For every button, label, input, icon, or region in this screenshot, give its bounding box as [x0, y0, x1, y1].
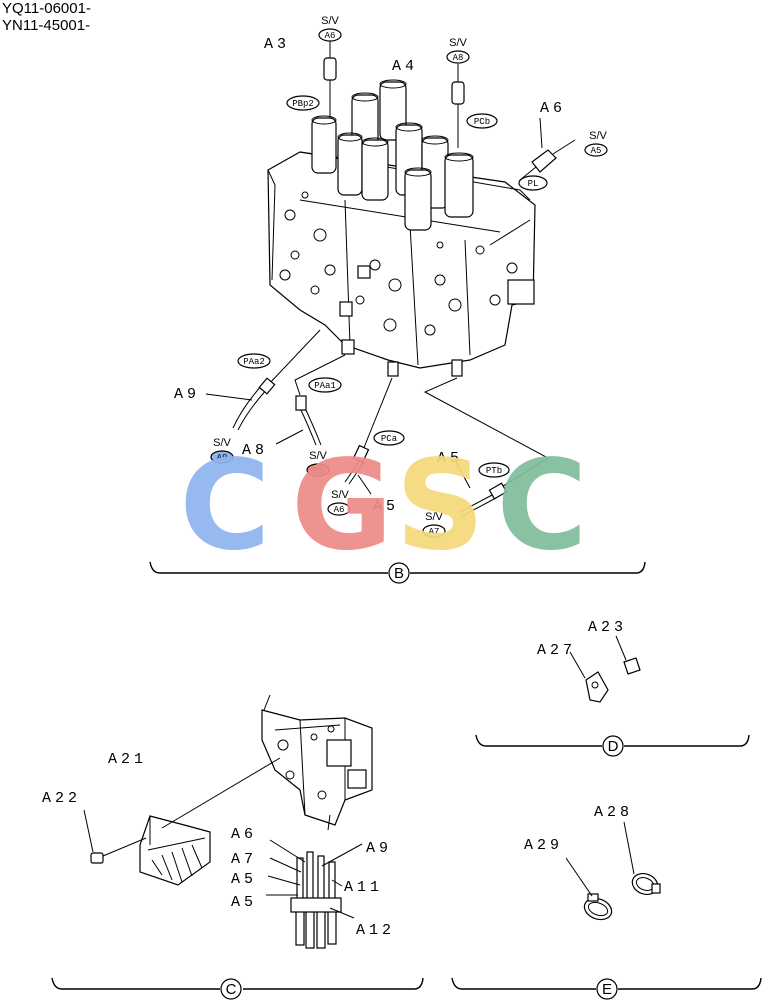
serial-range-1: YQ11-06001- — [2, 0, 91, 17]
label-a9: A9 — [174, 386, 200, 403]
label-c-a12: A12 — [356, 922, 395, 939]
bracket-e: E — [451, 977, 762, 1000]
port-tag-pcb — [466, 113, 498, 129]
port-pcb-text: PCb — [474, 117, 490, 127]
label-c-a9: A9 — [366, 840, 392, 857]
label-c-a6: A6 — [231, 826, 257, 843]
bracket-b: B — [149, 561, 646, 584]
port-paa2-text: PAa2 — [243, 357, 265, 367]
port-tag-paa2 — [237, 353, 271, 369]
part-labels-b: A3 A4 A6 A9 A8 A5 A5 — [174, 36, 566, 515]
sv-label-a8: S/V — [309, 450, 327, 462]
port-ptb-text: PTb — [486, 466, 502, 476]
port-tag-paa1 — [308, 377, 342, 393]
pressure-sensor-a6 — [519, 139, 576, 181]
sv-tag-a4-text: A8 — [453, 53, 464, 63]
label-a4: A4 — [392, 58, 418, 75]
clip-a27-and-bolt-a23 — [569, 635, 641, 703]
hose-a8 — [294, 354, 346, 446]
port-paa1-text: PAa1 — [314, 381, 336, 391]
serial-range-2: YN11-45001- — [2, 17, 91, 34]
clamp-a21 — [139, 757, 281, 886]
pressure-sensor-a3 — [323, 40, 337, 118]
port-tags: PBp2 PCb PL PAa2 PAa1 PCa PTb — [237, 95, 548, 478]
port-tag-pca — [373, 430, 405, 446]
bolt-a22 — [83, 809, 147, 864]
label-a6: A6 — [540, 100, 566, 117]
sv-label-a9: S/V — [213, 437, 231, 449]
label-a23: A23 — [588, 619, 627, 636]
sv-tag-a6-text: A5 — [591, 146, 602, 156]
part-labels-c: A21 A22 A6 A7 A5 A5 A9 A11 A12 — [42, 751, 395, 939]
bracket-d: D — [475, 734, 750, 757]
sv-label-a6: S/V — [589, 130, 607, 142]
hose-bundle-c — [266, 839, 363, 949]
sv-label-a5-right: S/V — [425, 511, 443, 523]
sv-label-a3: S/V — [321, 15, 339, 27]
watermark-letter-c2: C — [496, 434, 587, 578]
watermark-letter-g: G — [291, 434, 393, 578]
control-valve-drawing — [267, 79, 536, 377]
label-a21: A21 — [108, 751, 147, 768]
label-a22: A22 — [42, 790, 81, 807]
label-a27: A27 — [537, 642, 576, 659]
sv-tag-a8-text: P3 — [313, 466, 324, 476]
bracket-c: C — [51, 977, 424, 1000]
sv-tag-a3-text: A6 — [325, 31, 336, 41]
watermark-letter-s: S — [395, 434, 484, 578]
label-a8: A8 — [242, 442, 268, 459]
label-c-a11: A11 — [344, 879, 383, 896]
port-tag-pl — [518, 175, 548, 191]
bracket-d-label: D — [608, 738, 619, 755]
sv-label-a5-left: S/V — [331, 489, 349, 501]
cgsc-watermark: C G S C — [179, 434, 587, 578]
sv-tag-a5-left-text: A6 — [334, 505, 345, 515]
bracket-e-label: E — [602, 981, 612, 998]
label-a28: A28 — [594, 804, 633, 821]
sv-tag-a9-text: A9 — [217, 453, 228, 463]
port-pl-text: PL — [528, 179, 539, 189]
port-pbp2-text: PBp2 — [292, 99, 314, 109]
label-a3: A3 — [264, 36, 290, 53]
pressure-sensor-a4 — [451, 64, 465, 148]
label-a5-right: A5 — [437, 450, 463, 467]
hose-a9 — [232, 329, 321, 431]
hose-a5-right — [423, 377, 549, 517]
valve-detail-c-drawing — [261, 694, 373, 831]
leader-lines — [205, 117, 543, 495]
bracket-c-label: C — [226, 981, 237, 998]
part-labels-e: A28 A29 — [524, 804, 633, 854]
sv-tags: S/V A6 S/V A8 S/V A5 S/V A9 S/V P3 S/V A… — [210, 15, 608, 538]
bracket-b-label: B — [394, 565, 404, 582]
label-c-a5a: A5 — [231, 871, 257, 888]
part-labels-d: A23 A27 — [537, 619, 627, 659]
port-tag-ptb — [478, 462, 510, 478]
label-a5-left: A5 — [373, 498, 399, 515]
port-pca-text: PCa — [381, 434, 398, 444]
hose-clamps-e — [565, 821, 661, 921]
sv-tag-a5-right-text: A7 — [429, 527, 440, 537]
port-tag-pbp2 — [286, 95, 320, 111]
watermark-letter-c1: C — [179, 434, 270, 578]
label-c-a7: A7 — [231, 851, 257, 868]
label-a29: A29 — [524, 837, 563, 854]
sv-label-a4: S/V — [449, 37, 467, 49]
label-c-a5b: A5 — [231, 894, 257, 911]
hose-a5-left — [344, 377, 393, 485]
